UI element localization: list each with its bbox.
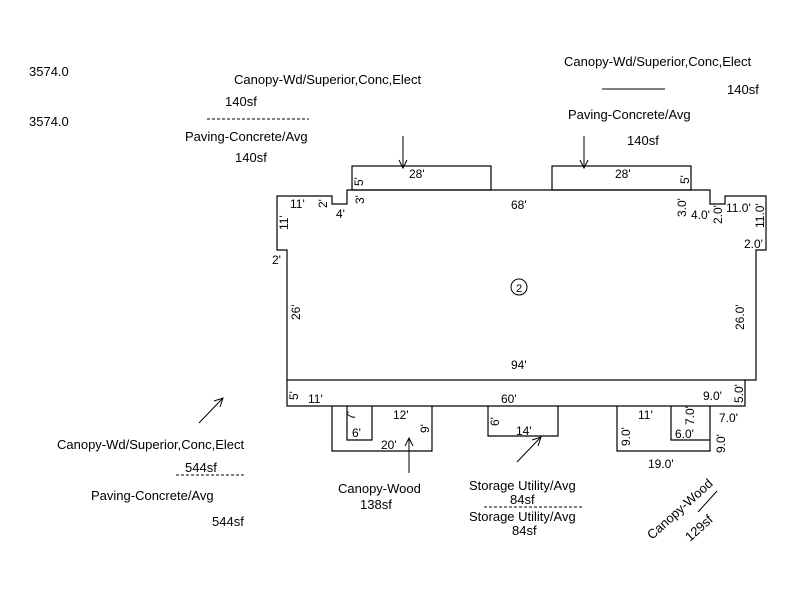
callout-rear-left-bottom: Paving-Concrete/Avg [91,488,214,503]
callout-storage-bottom-area: 84sf [512,523,537,538]
dim-right-step-in: 4.0' [691,208,710,222]
callout-storage-bottom: Storage Utility/Avg [469,509,576,524]
dim-canopy1-bottom: 20' [381,438,397,452]
area-marker-label: 2 [516,283,522,295]
dim-canopy2-right-run: 7.0' [719,411,738,425]
callout-canopy-wood-1-area: 138sf [360,497,392,512]
dim-left-upper-side: 11' [277,215,291,230]
arrow-canopy-wood-1 [404,436,414,447]
rear-band-outline [286,380,746,407]
dim-canopy2-left-depth: 9.0' [619,427,633,446]
elevation-bottom: 3574.0 [29,114,69,129]
callout-front-right-top: Canopy-Wd/Superior,Conc,Elect [564,54,752,69]
dim-right-jog: 2.0' [744,237,763,251]
dim-canopy2-step: 6.0' [675,427,694,441]
callout-front-right-top-area: 140sf [727,82,759,97]
dim-right-lower-side: 26.0' [733,304,747,330]
dim-left-notch-drop: 2' [316,199,330,208]
dim-front-canopy-right-depth: 5' [678,175,692,184]
main-building-outline [276,189,767,381]
dim-top-run: 68' [511,198,527,212]
leader-canopy-wood-2 [697,490,718,513]
callout-front-left-top: Canopy-Wd/Superior,Conc,Elect [234,72,422,87]
dim-storage-width: 14' [516,424,532,438]
elevation-top: 3574.0 [29,64,69,79]
dim-canopy2-right-depth: 9.0' [714,434,728,453]
dim-left-step-in: 4' [336,207,345,221]
dim-canopy1-left-drop: 7' [344,411,358,420]
callout-front-left-bottom: Paving-Concrete/Avg [185,129,308,144]
callout-front-right-bottom: Paving-Concrete/Avg [568,107,691,122]
storage-outline [487,406,559,437]
dim-rear-band-left-depth: 5' [287,391,301,400]
dim-right-notch-drop: 2.0' [711,205,725,224]
callout-rear-left-top: Canopy-Wd/Superior,Conc,Elect [57,437,245,452]
arrow-front-left [398,159,408,170]
dim-front-canopy-left-depth: 5' [352,177,366,186]
dim-right-step-up: 3.0' [675,198,689,217]
leader-rear-left [198,398,223,424]
callout-rear-left-bottom-area: 544sf [212,514,244,529]
callout-front-left-bottom-area: 140sf [235,150,267,165]
dim-canopy1-right-depth: 9' [418,424,432,433]
arrow-front-right [579,159,589,170]
dim-rear-right-run: 9.0' [703,389,722,403]
dim-left-lower-side: 26' [289,304,303,320]
dim-canopy1-step: 6' [352,426,361,440]
dim-bottom-run: 94' [511,358,527,372]
dim-rear-left-run: 11' [308,392,323,406]
dim-rear-center-run: 60' [501,392,517,406]
callout-storage-top: Storage Utility/Avg [469,478,576,493]
dim-rear-band-right-depth: 5.0' [732,384,746,403]
arrow-rear-left [213,397,224,408]
callout-canopy-wood-2-area: 129sf [682,512,716,545]
dim-storage-depth: 6' [488,417,502,426]
dim-front-canopy-right-width: 28' [615,167,631,181]
dim-front-canopy-left-width: 28' [409,167,425,181]
callout-front-right-bottom-area: 140sf [627,133,659,148]
dim-right-upper-side: 11.0' [753,203,767,228]
dim-left-notch-top: 11' [290,197,305,211]
area-marker-circle [510,278,528,296]
dim-left-jog: 2' [272,253,281,267]
dim-canopy2-bottom: 19.0' [648,457,674,471]
callout-front-left-top-area: 140sf [225,94,257,109]
leader-storage [516,437,541,463]
dim-canopy1-top: 12' [393,408,409,422]
rear-canopy-wood-2 [616,406,711,452]
callout-storage-top-area: 84sf [510,492,535,507]
dim-right-notch-top: 11.0' [726,201,751,215]
rear-canopy-wood-1 [331,406,433,452]
callout-rear-left-top-area: 544sf [185,460,217,475]
dim-canopy2-drop: 7.0' [683,406,697,425]
dim-left-step-up: 3' [353,195,367,204]
arrow-storage [531,436,542,447]
callout-canopy-wood-1-name: Canopy-Wood [338,481,421,496]
dim-canopy2-top: 11' [638,408,653,422]
